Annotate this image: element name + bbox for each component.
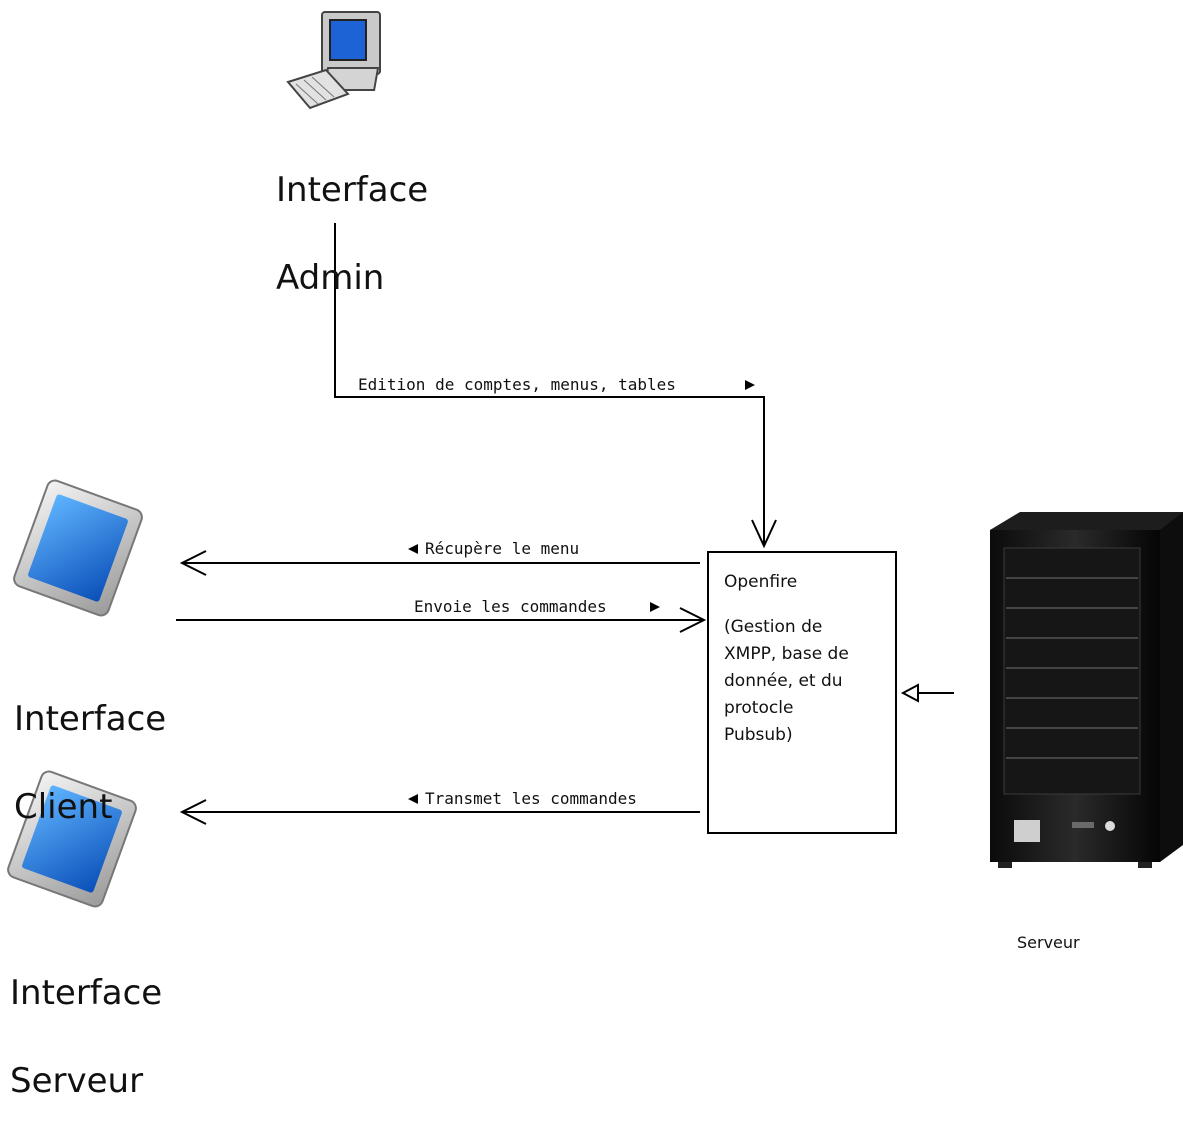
client-label-line1: Interface: [14, 699, 167, 739]
edge-label-envoie-commandes: Envoie les commandes: [414, 597, 607, 616]
openfire-title: Openfire: [724, 572, 798, 592]
edge-label-transmet-commandes: Transmet les commandes: [425, 789, 637, 808]
admin-to-openfire-arrow: [334, 223, 777, 549]
openfire-description: (Gestion de XMPP, base de donnée, et du …: [724, 614, 849, 749]
client-label: Interface Client: [14, 653, 166, 873]
admin-label-line1: Interface: [276, 170, 429, 210]
server-caption: Serveur: [1017, 933, 1080, 952]
edge-label-admin-openfire: Edition de comptes, menus, tables: [358, 375, 676, 394]
serveur-interface-label: Interface Serveur: [10, 927, 162, 1147]
direction-marker: [408, 544, 418, 554]
serveur-interface-label-line2: Serveur: [10, 1061, 144, 1101]
tablet-icon: [7, 770, 137, 908]
edge-label-recupere-menu: Récupère le menu: [425, 539, 580, 558]
client-label-line2: Client: [14, 787, 113, 827]
client-to-openfire-arrow: [176, 607, 707, 633]
openfire-box: [707, 551, 897, 834]
openfire-desc-line: (Gestion de: [724, 617, 823, 637]
openfire-to-client-arrow: [179, 550, 700, 576]
openfire-desc-line: XMPP, base de: [724, 644, 849, 664]
server-to-openfire-arrow: [900, 683, 954, 703]
admin-label: Interface Admin: [276, 124, 428, 344]
direction-marker: [408, 794, 418, 804]
diagram-canvas: [7, 11, 1183, 908]
direction-marker: [650, 602, 660, 612]
tablet-icon: [13, 479, 143, 617]
openfire-to-serveur-arrow: [179, 799, 700, 825]
openfire-desc-line: protocle: [724, 698, 794, 718]
openfire-desc-line: Pubsub): [724, 725, 793, 745]
serveur-interface-label-line1: Interface: [10, 973, 163, 1013]
direction-marker: [745, 380, 755, 390]
server-tower-icon: [990, 512, 1183, 868]
openfire-desc-line: donnée, et du: [724, 671, 843, 691]
admin-label-line2: Admin: [276, 258, 385, 298]
computer-icon: [286, 11, 381, 110]
